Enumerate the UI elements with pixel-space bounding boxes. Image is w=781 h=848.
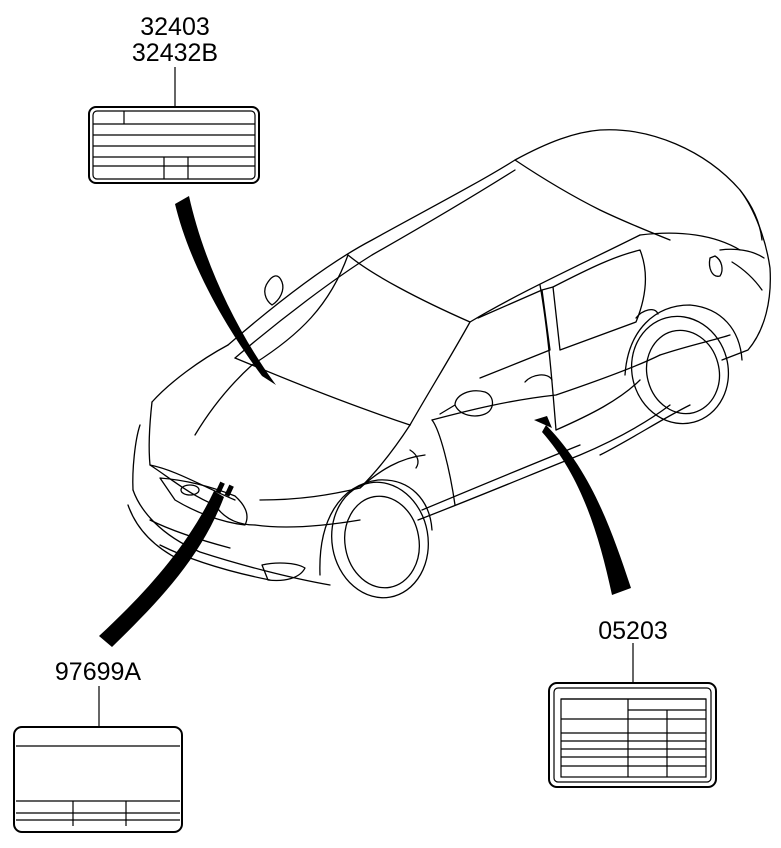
label-marker-door bbox=[534, 416, 552, 428]
part-number-97699a: 97699A bbox=[54, 658, 142, 686]
pointer-arrow-emission bbox=[175, 196, 276, 385]
part-number-32432b: 32432B bbox=[131, 39, 219, 67]
car-illustration bbox=[127, 129, 771, 599]
label-plate-emission bbox=[88, 67, 260, 184]
label-plate-tire bbox=[548, 643, 717, 788]
pointer-arrow-tire bbox=[542, 425, 631, 595]
part-number-32403: 32403 bbox=[140, 13, 210, 41]
label-marker-hood-2 bbox=[224, 484, 234, 497]
pointer-arrow-refrigerant bbox=[99, 491, 224, 647]
label-plate-refrigerant bbox=[13, 686, 183, 833]
label-marker-hood bbox=[215, 481, 225, 494]
part-number-05203: 05203 bbox=[598, 617, 668, 645]
